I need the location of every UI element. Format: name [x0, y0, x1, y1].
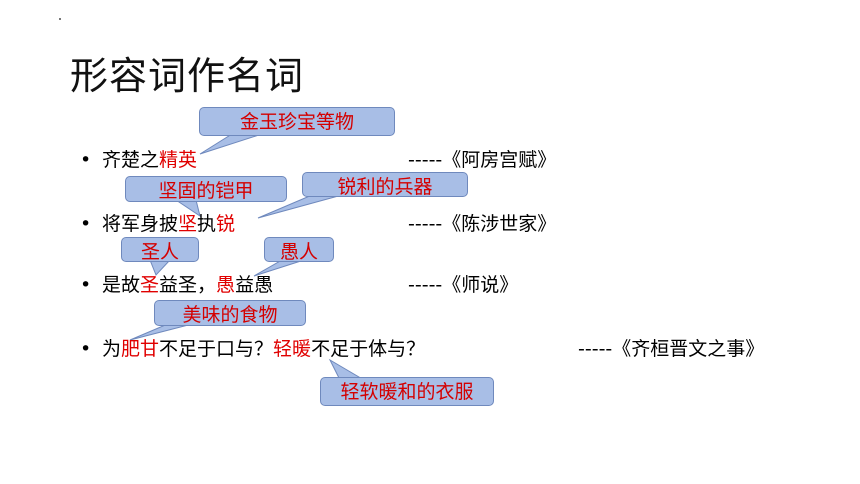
- highlight-word: 锐: [216, 213, 236, 235]
- callout-yu: 愚人: [264, 237, 334, 263]
- source-1: -----《阿房宫赋》: [408, 149, 557, 171]
- source-4: -----《齐桓晋文之事》: [578, 338, 765, 360]
- text: 不足于体与？: [311, 338, 426, 360]
- bullet: •: [80, 338, 92, 360]
- callout-jingying: 金玉珍宝等物: [199, 107, 395, 136]
- text: 齐楚之: [102, 149, 160, 171]
- highlight-word: 精英: [159, 149, 198, 171]
- text: 为: [102, 338, 122, 360]
- callout-qingnuan: 轻软暖和的衣服: [320, 377, 494, 406]
- text: 是故: [102, 274, 141, 296]
- highlight-word: 愚: [216, 274, 236, 296]
- corner-dot: [59, 18, 61, 20]
- highlight-word: 坚: [178, 213, 198, 235]
- line-3: • 是故圣益圣，愚益愚: [80, 273, 273, 297]
- highlight-word: 肥甘: [121, 338, 160, 360]
- slide-title: 形容词作名词: [70, 54, 305, 98]
- callout-rui: 锐利的兵器: [302, 172, 468, 198]
- line-2: • 将军身披坚执锐: [80, 212, 235, 236]
- bullet: •: [80, 274, 92, 296]
- text: 益圣，: [159, 274, 217, 296]
- tail-jingying: [199, 133, 263, 155]
- text: 不足于口与？: [159, 338, 274, 360]
- callout-jian: 坚固的铠甲: [125, 176, 287, 202]
- line-4: • 为肥甘不足于口与？轻暖不足于体与？: [80, 337, 425, 361]
- highlight-word: 圣: [140, 274, 160, 296]
- text: 将军身披: [102, 213, 179, 235]
- callout-sheng: 圣人: [121, 237, 199, 263]
- source-3: -----《师说》: [408, 274, 519, 296]
- callout-feigan: 美味的食物: [154, 300, 306, 326]
- text: 益愚: [235, 274, 274, 296]
- source-2: -----《陈涉世家》: [408, 213, 557, 235]
- bullet: •: [80, 213, 92, 235]
- bullet: •: [80, 149, 92, 171]
- line-1: • 齐楚之精英: [80, 148, 197, 172]
- highlight-word: 轻暖: [273, 338, 312, 360]
- text: 执: [197, 213, 217, 235]
